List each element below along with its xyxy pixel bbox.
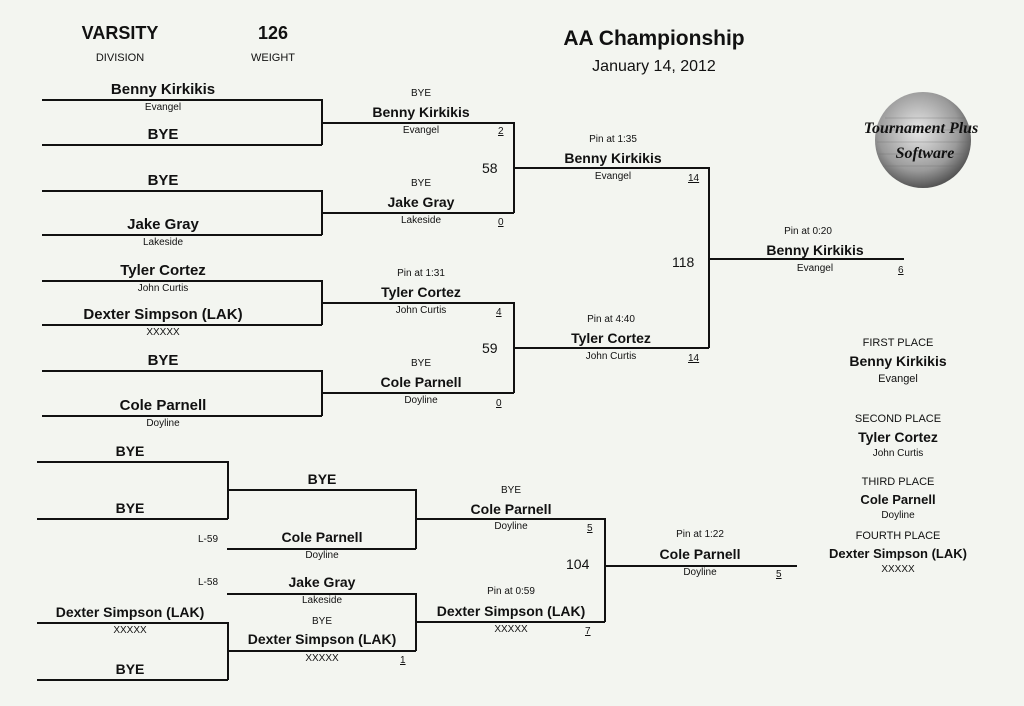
weight-value: 126: [257, 23, 289, 43]
cons-wrestler: Cole Parnell: [281, 529, 363, 545]
cons-points: 5: [776, 569, 782, 580]
page-title: AA Championship: [563, 27, 745, 50]
cons-wrestler: Cole Parnell: [470, 501, 552, 517]
cons-result: Pin at 0:59: [487, 586, 535, 597]
r1-wrestler: BYE: [147, 126, 179, 143]
r1-team: Doyline: [146, 418, 180, 429]
bout-number: 59: [482, 340, 498, 356]
cons-team: Doyline: [305, 550, 339, 561]
svg-text:Tournament Plus: Tournament Plus: [864, 120, 979, 137]
r1-team: Evangel: [144, 102, 182, 113]
cons-team: XXXXX: [113, 625, 147, 636]
cons-team: XXXXX: [494, 624, 528, 635]
cons-wrestler: Jake Gray: [288, 574, 356, 590]
qf-points: 0: [498, 217, 504, 228]
svg-text:Software: Software: [896, 145, 955, 162]
sf-team: Evangel: [594, 171, 632, 182]
cons-points: 7: [585, 626, 591, 637]
qf-team: John Curtis: [395, 305, 447, 316]
sf-points: 14: [688, 173, 700, 184]
qf-wrestler: Cole Parnell: [380, 374, 462, 390]
qf-wrestler: Jake Gray: [387, 194, 455, 210]
r1-team: Lakeside: [142, 237, 184, 248]
cons-wrestler: Dexter Simpson (LAK): [436, 603, 586, 619]
placing-team: John Curtis: [872, 448, 924, 459]
r1-team: XXXXX: [146, 327, 180, 338]
placing-label: SECOND PLACE: [854, 413, 942, 425]
sf-wrestler: Benny Kirkikis: [564, 150, 662, 166]
qf-wrestler: Tyler Cortez: [381, 284, 461, 300]
placing-label: FIRST PLACE: [862, 337, 934, 349]
cons-points: 5: [587, 523, 593, 534]
cons-wrestler: BYE: [115, 443, 145, 459]
qf-result: BYE: [410, 178, 432, 189]
qf-points: 0: [496, 398, 502, 409]
placing-team: Evangel: [878, 373, 918, 385]
r1-wrestler: Benny Kirkikis: [110, 81, 216, 98]
sf-wrestler: Tyler Cortez: [571, 330, 651, 346]
qf-team: Evangel: [402, 125, 440, 136]
sf-points: 14: [688, 353, 700, 364]
weight-label: WEIGHT: [251, 52, 295, 64]
placing-label: FOURTH PLACE: [855, 530, 941, 542]
tournament-plus-logo: Tournament Plus Software: [864, 92, 979, 188]
final-wrestler: Benny Kirkikis: [766, 242, 864, 258]
final-result: Pin at 0:20: [784, 226, 832, 237]
r1-wrestler: Jake Gray: [127, 216, 199, 233]
r1-team: John Curtis: [137, 283, 189, 294]
sf-result: Pin at 4:40: [587, 314, 635, 325]
qf-team: Doyline: [404, 395, 438, 406]
bout-number: 104: [566, 556, 590, 572]
qf-points: 4: [496, 307, 502, 318]
event-date: January 14, 2012: [592, 58, 716, 75]
qf-points: 2: [498, 126, 504, 137]
qf-result: Pin at 1:31: [397, 268, 445, 279]
cons-result: BYE: [311, 616, 333, 627]
placing-label: THIRD PLACE: [861, 476, 935, 488]
final-points: 6: [898, 265, 904, 276]
r1-wrestler: Dexter Simpson (LAK): [83, 306, 243, 323]
division-value: VARSITY: [81, 23, 159, 43]
placing-name: Tyler Cortez: [858, 429, 938, 445]
cons-wrestler: BYE: [115, 500, 145, 516]
r1-wrestler: Cole Parnell: [119, 397, 207, 414]
placing-name: Cole Parnell: [860, 492, 936, 507]
division-label: DIVISION: [95, 52, 145, 64]
r1-wrestler: BYE: [147, 352, 179, 369]
qf-result: BYE: [410, 358, 432, 369]
cons-team: Doyline: [494, 521, 528, 532]
placing-team: XXXXX: [881, 564, 915, 575]
cons-wrestler: BYE: [115, 661, 145, 677]
loser-tag: L-59: [198, 534, 219, 545]
cons-wrestler: Dexter Simpson (LAK): [247, 631, 397, 647]
cons-team: Doyline: [683, 567, 717, 578]
cons-wrestler: Dexter Simpson (LAK): [55, 604, 205, 620]
qf-result: BYE: [410, 88, 432, 99]
qf-team: Lakeside: [400, 215, 442, 226]
r1-wrestler: Tyler Cortez: [120, 262, 206, 279]
placing-name: Benny Kirkikis: [849, 353, 947, 369]
cons-points: 1: [400, 655, 406, 666]
bout-number: 58: [482, 160, 498, 176]
cons-team: Lakeside: [301, 595, 343, 606]
placing-team: Doyline: [881, 510, 915, 521]
cons-wrestler: Cole Parnell: [659, 546, 741, 562]
r1-wrestler: BYE: [147, 172, 179, 189]
sf-team: John Curtis: [585, 351, 637, 362]
cons-result: Pin at 1:22: [676, 529, 724, 540]
placing-name: Dexter Simpson (LAK): [829, 546, 967, 561]
final-team: Evangel: [796, 263, 834, 274]
cons-wrestler: BYE: [307, 471, 337, 487]
qf-wrestler: Benny Kirkikis: [372, 104, 470, 120]
bout-number: 118: [672, 254, 695, 270]
cons-result: BYE: [500, 485, 522, 496]
loser-tag: L-58: [198, 577, 219, 588]
sf-result: Pin at 1:35: [589, 134, 637, 145]
cons-team: XXXXX: [305, 653, 339, 664]
